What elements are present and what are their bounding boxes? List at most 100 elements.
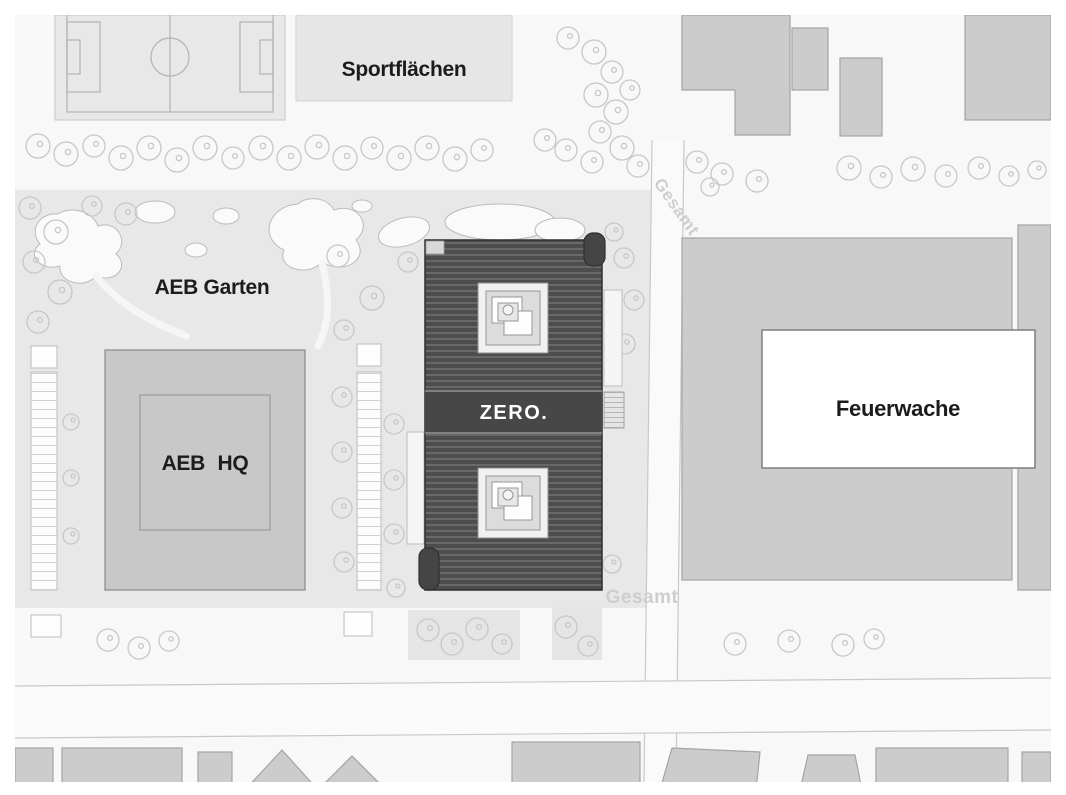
tree-icon: [600, 60, 624, 84]
label-sportflaechen: Sportflächen: [342, 58, 467, 81]
tree-icon: [603, 99, 629, 125]
tree-icon: [577, 635, 599, 657]
building: [964, 14, 1052, 121]
tree-icon: [304, 134, 330, 160]
trees-layer: [18, 26, 1047, 660]
tree-icon: [967, 156, 991, 180]
tree-icon: [626, 154, 650, 178]
parking-strips: [30, 343, 382, 638]
tree-icon: [619, 79, 641, 101]
tree-icon: [383, 523, 405, 545]
courtyard: [477, 282, 549, 354]
tree-icon: [62, 469, 80, 487]
aeb-hq-building: [104, 349, 306, 591]
tree-icon: [700, 177, 720, 197]
tree-icon: [440, 632, 464, 656]
sport-area: [295, 14, 513, 102]
tree-icon: [82, 134, 106, 158]
soccer-field: [54, 14, 286, 121]
tree-icon: [360, 136, 384, 160]
tree-icon: [533, 128, 557, 152]
tree-icon: [604, 222, 624, 242]
horizontal-road: [14, 677, 1052, 739]
building: [791, 27, 829, 91]
tree-icon: [53, 141, 79, 167]
south-buildings: [14, 741, 1052, 791]
tree-icon: [934, 164, 958, 188]
ramp: [418, 547, 440, 591]
tree-icon: [164, 147, 190, 173]
vertical-road: [643, 139, 685, 783]
label-aeb-garten: AEB Garten: [155, 276, 270, 299]
tree-icon: [491, 633, 513, 655]
tree-icon: [221, 146, 245, 170]
tree-icon: [136, 135, 162, 161]
tree-icon: [554, 138, 578, 162]
tree-icon: [383, 413, 405, 435]
tree-icon: [623, 289, 645, 311]
label-gesamt: Gesamt: [606, 587, 679, 608]
label-feuerwache: Feuerwache: [836, 396, 960, 421]
tree-icon: [333, 551, 355, 573]
tree-icon: [863, 628, 885, 650]
tree-icon: [710, 162, 734, 186]
tree-icon: [386, 145, 412, 171]
tree-icon: [114, 202, 138, 226]
tree-icon: [588, 120, 612, 144]
tree-icon: [777, 629, 801, 653]
tree-icon: [18, 196, 42, 220]
tree-icon: [869, 165, 893, 189]
tree-icon: [613, 247, 635, 269]
tree-icon: [583, 82, 609, 108]
tree-icon: [998, 165, 1020, 187]
tree-icon: [333, 319, 355, 341]
tree-icon: [62, 413, 80, 431]
tree-icon: [900, 156, 926, 182]
green-strip: [552, 607, 602, 660]
tree-icon: [96, 628, 120, 652]
tree-icon: [465, 617, 489, 641]
tree-icon: [276, 145, 302, 171]
tree-icon: [81, 195, 103, 217]
tree-icon: [47, 279, 73, 305]
tree-icon: [192, 135, 218, 161]
zero-building: [406, 232, 625, 591]
tree-icon: [108, 145, 134, 171]
tree-icon: [359, 285, 385, 311]
tree-icon: [1027, 160, 1047, 180]
tree-icon: [158, 630, 180, 652]
building: [839, 57, 883, 137]
tree-icon: [326, 244, 350, 268]
north-buildings: [681, 14, 1052, 137]
label-zero: ZERO.: [480, 402, 549, 424]
tree-icon: [43, 219, 69, 245]
courtyard: [477, 467, 549, 539]
tree-icon: [386, 578, 406, 598]
tree-icon: [836, 155, 862, 181]
feuerwache-label-box: [761, 329, 1036, 469]
tree-icon: [331, 441, 353, 463]
tree-icon: [723, 632, 747, 656]
tree-icon: [397, 251, 419, 273]
tree-icon: [831, 633, 855, 657]
tree-icon: [745, 169, 769, 193]
tree-icon: [248, 135, 274, 161]
tree-icon: [331, 497, 353, 519]
green-strip: [408, 610, 520, 660]
tree-icon: [383, 469, 405, 491]
tree-icon: [609, 135, 635, 161]
tree-icon: [62, 527, 80, 545]
zero-band: [425, 391, 602, 433]
tree-icon: [25, 133, 51, 159]
tree-icon: [554, 615, 578, 639]
tree-icon: [332, 145, 358, 171]
tree-icon: [414, 135, 440, 161]
label-aeb-hq: AEB HQ: [162, 452, 249, 475]
tree-icon: [26, 310, 50, 334]
tree-icon: [581, 39, 607, 65]
tree-icon: [22, 250, 46, 274]
tree-icon: [127, 636, 151, 660]
